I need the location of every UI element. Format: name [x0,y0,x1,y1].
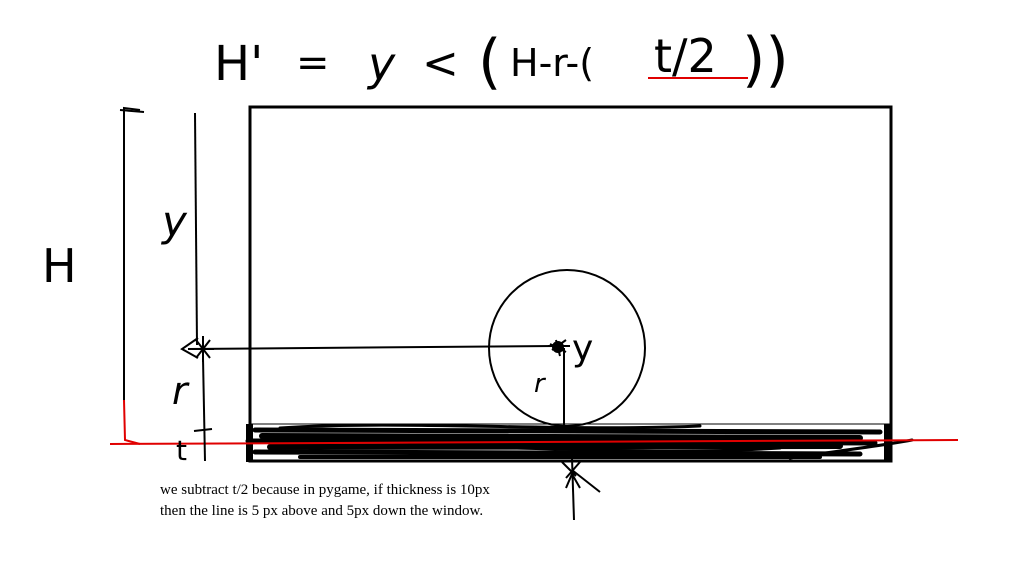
y-level-arrowhead [180,337,199,359]
label-t: t [176,434,187,467]
t-tick [193,428,213,432]
ball-circle [488,269,646,427]
r-vertical-line [202,357,206,462]
formula-var: y [366,37,396,91]
y-vertical-line [194,112,198,346]
label-H: H [42,239,77,293]
note-line-2: then the line is 5 px above and 5px down… [160,503,484,519]
window-rect [248,105,893,463]
label-y-center: y [572,328,593,369]
h-bracket [123,106,141,400]
explanation-note: we subtract t/2 because in pygame, if th… [160,480,490,522]
formula: H' = y < ( H-r-( t/2 )) [214,25,789,97]
formula-t-half: t/2 [654,29,717,83]
y-level-line [187,345,557,350]
label-r-radius: r [534,369,547,399]
left-star-mark [192,336,214,362]
formula-equals: = [296,40,330,86]
formula-expr: H-r-( [510,41,594,85]
ball-center-mark [548,339,570,357]
formula-lhs: H' [214,36,263,92]
h-bracket-red [123,399,141,445]
label-r-left: r [172,369,190,413]
top-tick [119,109,145,113]
red-window-bottom-line [109,439,959,445]
label-y-left: y [160,197,188,246]
note-line-1: we subtract t/2 because in pygame, if th… [160,482,490,498]
formula-paren-open: ( [478,27,501,97]
formula-close: )) [742,25,789,95]
formula-less-than: < [422,38,459,89]
bottom-arrow-mark [561,457,601,521]
